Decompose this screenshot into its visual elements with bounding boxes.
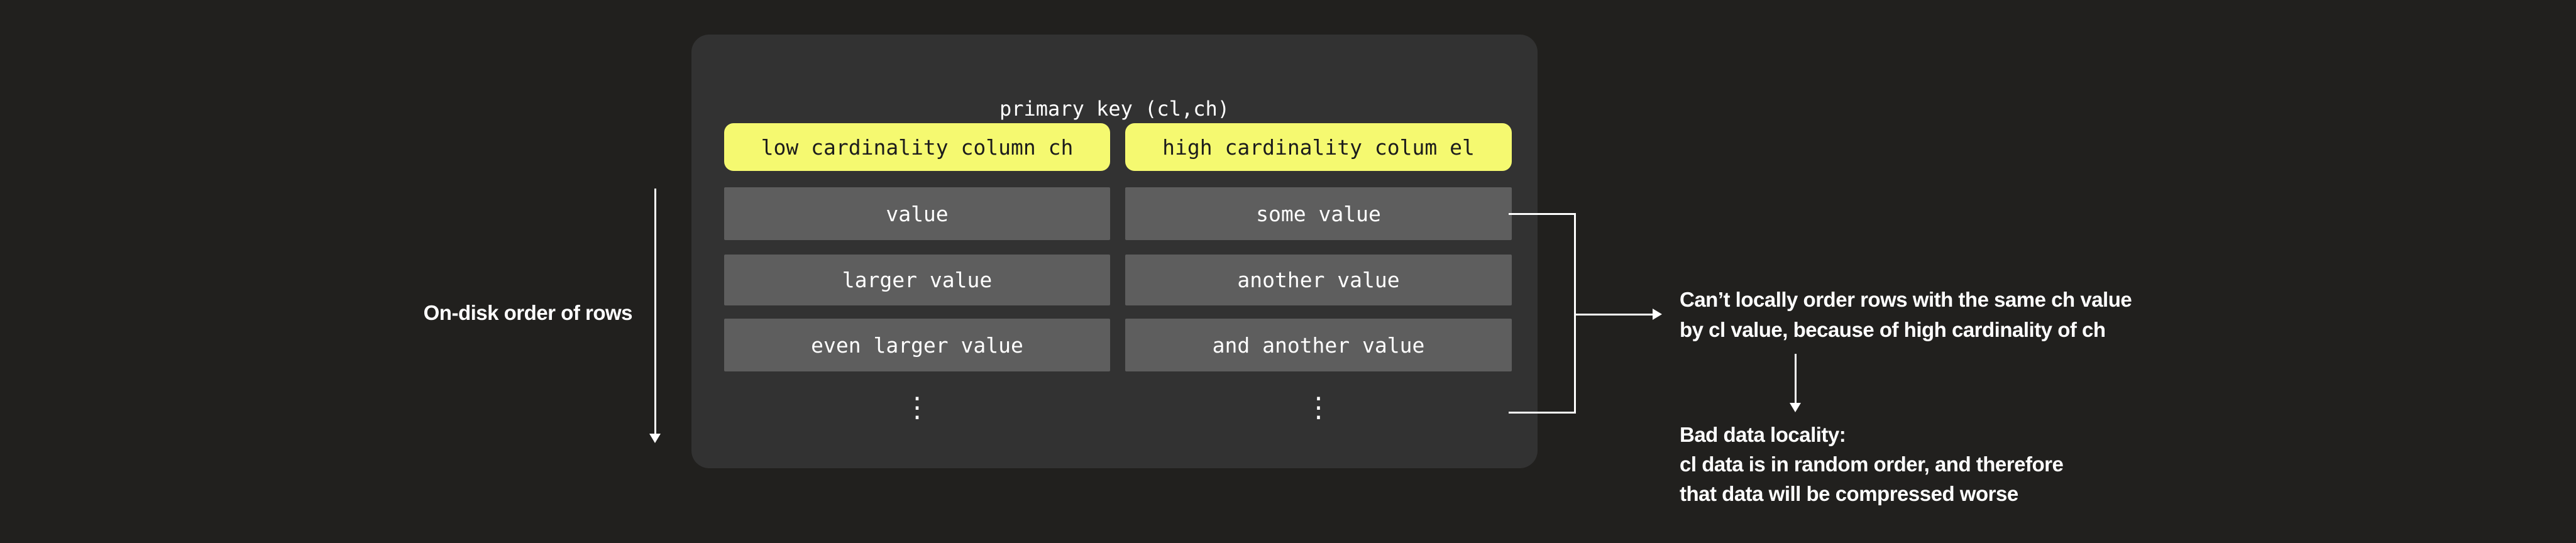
primary-key-panel: primary key (cl,ch) low cardinality colu… xyxy=(691,35,1538,468)
table-cell: and another value xyxy=(1125,319,1512,371)
on-disk-order-arrow-head-icon xyxy=(649,434,661,443)
note1-line1: Can’t locally order rows with the same c… xyxy=(1680,288,2132,311)
table-cell: even larger value xyxy=(724,319,1110,371)
note1-line2: by cl value, because of high cardinality… xyxy=(1680,318,2106,341)
note2-line3: that data will be compressed worse xyxy=(1680,482,2018,505)
note1-arrow-line xyxy=(1575,314,1653,315)
bracket-vertical-line xyxy=(1574,213,1576,414)
panel-title: primary key (cl,ch) xyxy=(999,97,1230,121)
bracket-top-line xyxy=(1509,213,1576,215)
note1: Can’t locally order rows with the same c… xyxy=(1680,285,2132,345)
on-disk-order-arrow-line xyxy=(654,189,656,434)
table-cell: larger value xyxy=(724,255,1110,305)
column-header-high-cardinality: high cardinality colum el xyxy=(1125,123,1512,171)
column2-ellipsis: ⋮ xyxy=(1304,392,1333,424)
table-cell: value xyxy=(724,187,1110,240)
note2-line2: cl data is in random order, and therefor… xyxy=(1680,452,2064,476)
note2-line1: Bad data locality: xyxy=(1680,423,1846,446)
bracket-bottom-line xyxy=(1509,412,1576,414)
table-cell: some value xyxy=(1125,187,1512,240)
note2-arrow-line xyxy=(1795,354,1797,403)
on-disk-order-label: On-disk order of rows xyxy=(423,301,633,324)
note2-arrow-head-icon xyxy=(1790,403,1801,412)
note2: Bad data locality: cl data is in random … xyxy=(1680,420,2064,508)
table-cell: another value xyxy=(1125,255,1512,305)
note1-arrow-head-icon xyxy=(1653,309,1662,320)
column-header-low-cardinality: low cardinality column ch xyxy=(724,123,1110,171)
column1-ellipsis: ⋮ xyxy=(903,392,931,424)
